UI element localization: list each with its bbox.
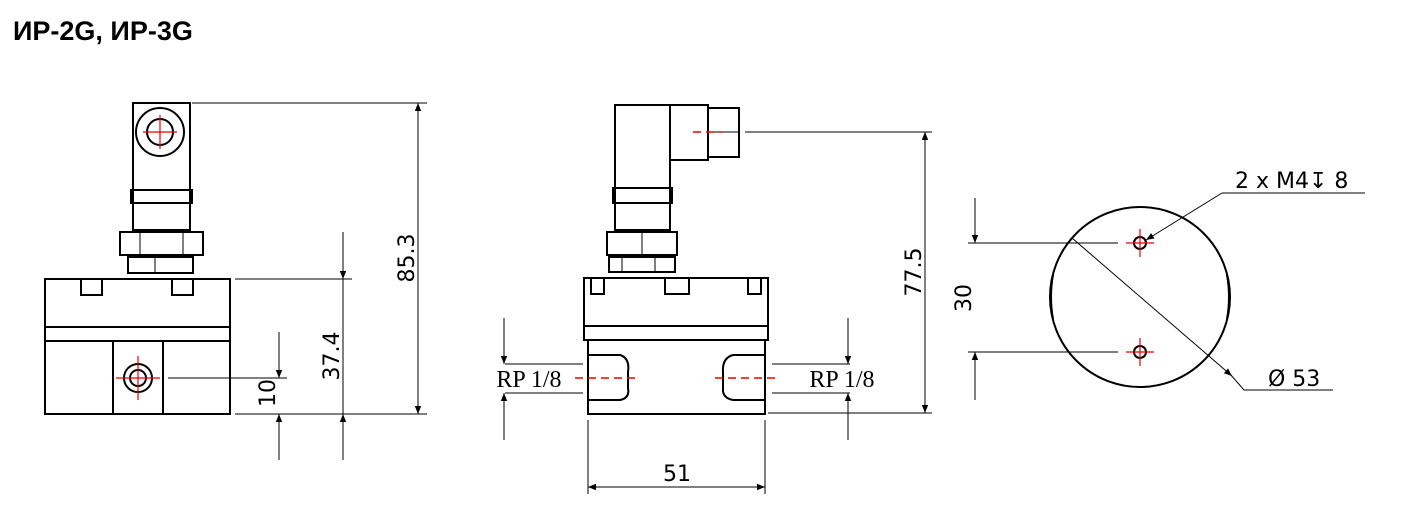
dim-hole-spacing: 30: [952, 284, 977, 312]
sensor-body: [44, 278, 231, 415]
dim-height-body: 37.4: [320, 332, 345, 381]
connector-housing: [614, 104, 671, 231]
port-left-label: RP 1/8: [496, 367, 561, 393]
dim-diameter: Ø 53: [1268, 367, 1320, 392]
sensor-body: [583, 277, 769, 341]
port-right: [721, 354, 765, 401]
connector-housing: [132, 102, 191, 231]
thread-note: 2 x M4↧ 8: [1235, 169, 1348, 194]
side-view: 85.3 37.4 10: [44, 102, 427, 460]
bottom-view: 30 2 x M4↧ 8 Ø 53: [952, 169, 1365, 400]
port-right-label: RP 1/8: [809, 367, 874, 393]
front-view: RP 1/8 RP 1/8 77.5 51: [496, 104, 932, 494]
drawing-title: ИР-2G, ИР-3G: [13, 16, 193, 46]
dim-height-connector: 77.5: [902, 248, 927, 297]
dim-height-total: 85.3: [395, 234, 420, 283]
hex-nut: [119, 231, 204, 256]
dim-width: 51: [663, 462, 691, 487]
port-left: [588, 354, 630, 401]
dim-port-height: 10: [256, 379, 281, 407]
